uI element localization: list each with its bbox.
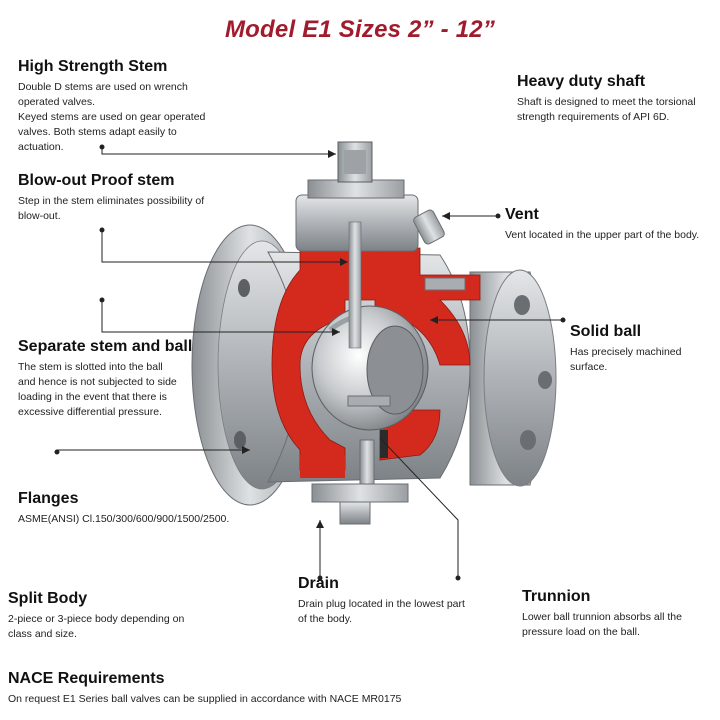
callout-line: and hence is not subjected to side	[18, 376, 177, 388]
callout-heading: High Strength Stem	[18, 58, 168, 75]
trunnion	[359, 439, 375, 485]
callout-line: loading in the event that there is	[18, 391, 167, 403]
callout-line: class and size.	[8, 628, 77, 640]
leader-arrowheads	[242, 150, 450, 528]
bottom-cover	[311, 483, 409, 503]
callout-line: Vent located in the upper part of the bo…	[505, 229, 700, 241]
callout-line: Keyed stems are used on gear operated	[18, 111, 206, 123]
bolt-hole	[234, 431, 246, 449]
callout-heavy-duty-shaft: Heavy duty shaft Shaft is designed to me…	[517, 73, 712, 125]
vent-plug	[413, 209, 445, 245]
callout-vent: Vent Vent located in the upper part of t…	[505, 206, 715, 243]
leader-dots	[54, 144, 566, 581]
callout-separate-stem-ball: Separate stem and ball The stem is slott…	[18, 338, 238, 420]
callout-line: valves. Both stems adapt easily to	[18, 126, 177, 138]
callout-line: 2-piece or 3-piece body depending on	[8, 613, 185, 625]
callout-line: Lower ball trunnion absorbs all the	[522, 611, 682, 623]
bolt-hole	[538, 371, 552, 389]
callout-line: strength requirements of API 6D.	[517, 111, 670, 123]
callout-heading: Trunnion	[522, 588, 591, 605]
callout-line: Shaft is designed to meet the torsional	[517, 96, 696, 108]
callout-line: On request E1 Series ball valves can be …	[8, 693, 402, 705]
bolt-hole	[238, 279, 250, 297]
callout-line: blow-out.	[18, 210, 61, 222]
callout-heading: Drain	[298, 575, 339, 592]
callout-flanges: Flanges ASME(ANSI) Cl.150/300/600/900/15…	[18, 490, 258, 527]
callout-heading: Split Body	[8, 590, 88, 607]
leader-lines	[56, 147, 563, 578]
callout-line: Has precisely machined surface.	[570, 346, 682, 373]
callout-line: Step in the stem eliminates possibility …	[18, 195, 205, 207]
cutaway-section	[271, 247, 481, 471]
callout-split-body: Split Body 2-piece or 3-piece body depen…	[8, 590, 228, 642]
callout-line: excessive differential pressure.	[18, 406, 162, 418]
callout-blowout-proof-stem: Blow-out Proof stem Step in the stem eli…	[18, 172, 238, 224]
page-title: Model E1 Sizes 2” - 12”	[224, 16, 496, 43]
callout-line: operated valves.	[18, 96, 96, 108]
callout-line: pressure load on the ball.	[522, 626, 640, 638]
callout-nace-requirements: NACE Requirements On request E1 Series b…	[8, 670, 508, 707]
callout-line: Double D stems are used on wrench	[18, 81, 188, 93]
callout-heading: Blow-out Proof stem	[18, 172, 175, 189]
callout-solid-ball: Solid ball Has precisely machined surfac…	[570, 323, 718, 375]
callout-trunnion: Trunnion Lower ball trunnion absorbs all…	[522, 588, 712, 640]
bolt-hole	[520, 430, 536, 450]
callout-high-strength-stem: High Strength Stem Double D stems are us…	[18, 58, 238, 155]
callout-heading: Flanges	[18, 490, 79, 507]
callout-line: The stem is slotted into the ball	[18, 361, 163, 373]
callout-line: of the body.	[298, 613, 353, 625]
callout-line: ASME(ANSI) Cl.150/300/600/900/1500/2500.	[18, 513, 230, 525]
callout-line: Drain plug located in the lowest part	[298, 598, 465, 610]
callout-drain: Drain Drain plug located in the lowest p…	[298, 575, 488, 627]
bolt-hole	[514, 295, 530, 315]
callout-heading: Solid ball	[570, 323, 642, 340]
callout-heading: Separate stem and ball	[18, 338, 193, 355]
callout-heading: Vent	[505, 206, 539, 223]
callout-heading: NACE Requirements	[8, 670, 165, 687]
callout-heading: Heavy duty shaft	[517, 73, 646, 90]
callout-line: actuation.	[18, 141, 64, 153]
